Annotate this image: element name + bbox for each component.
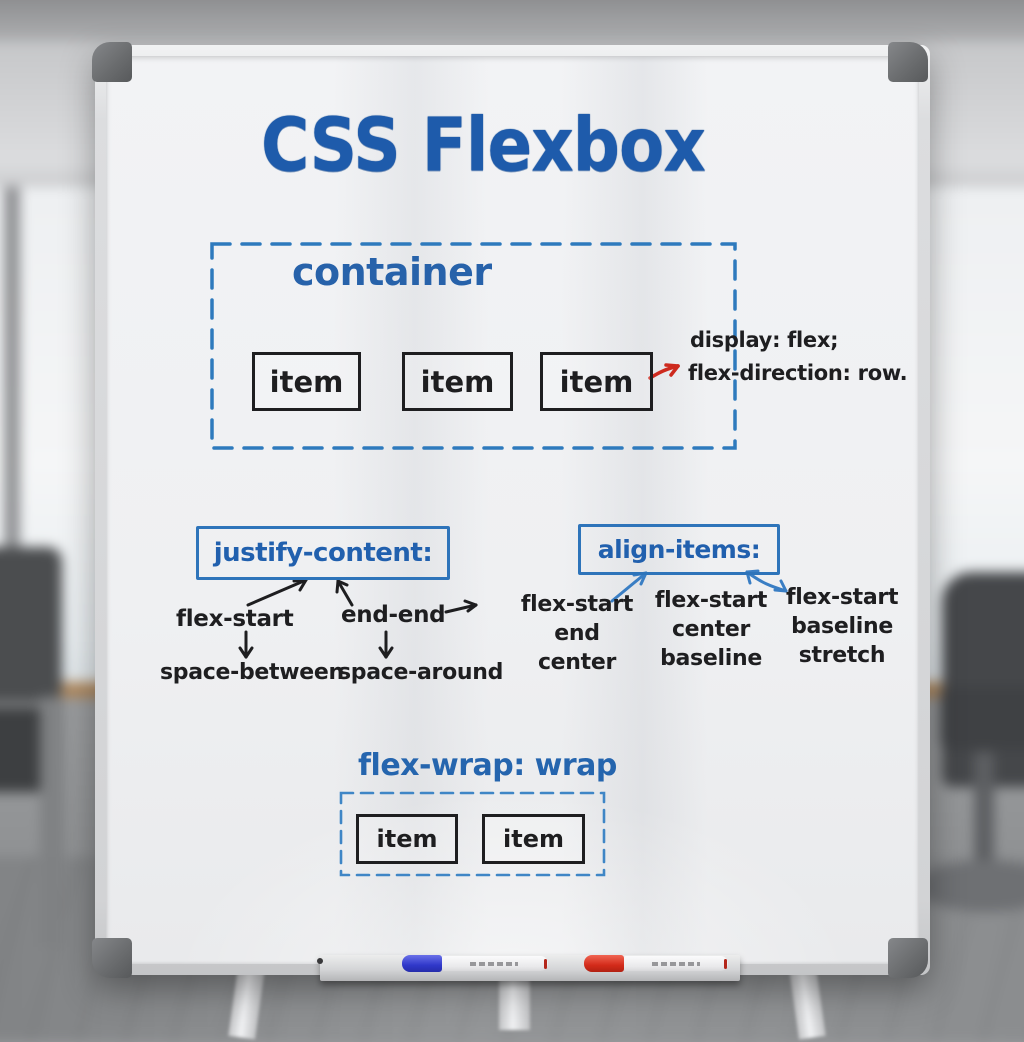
right-office-chair-back	[942, 572, 1024, 787]
align-values-column-3: flex-start baseline stretch	[786, 583, 898, 670]
annotation-display-flex: display: flex;	[690, 328, 839, 352]
container-label: container	[292, 250, 492, 294]
blue-marker-tip	[544, 959, 547, 969]
align-value: center	[537, 650, 617, 675]
align-value: flex-start	[786, 585, 899, 610]
blue-marker-cap	[402, 955, 442, 972]
left-monitor-silhouette	[0, 547, 62, 702]
blue-marker-label	[470, 962, 518, 966]
whiteboard-surface	[106, 56, 919, 964]
blue-marker[interactable]	[402, 955, 548, 972]
flex-wrap-heading: flex-wrap: wrap	[358, 748, 617, 783]
frame-corner-cap-top-right	[888, 42, 928, 82]
whiteboard-frame	[95, 45, 930, 975]
align-value: flex-start	[520, 592, 634, 617]
black-arrows	[238, 578, 478, 659]
align-value: center	[671, 617, 751, 642]
flex-item-box-2: item	[402, 352, 513, 411]
right-office-chair-seat	[940, 687, 1024, 749]
page-title: CSS Flexbox	[261, 102, 706, 189]
red-marker-cap	[584, 955, 624, 972]
justify-content-heading-box: justify-content:	[196, 526, 450, 580]
frame-corner-cap-top-left	[92, 42, 132, 82]
justify-value-space-around: space-around	[338, 660, 504, 685]
arrow-flexstart-to-justify	[246, 578, 308, 607]
flex-wrap-dashed-border	[339, 791, 606, 877]
align-values-column-2: flex-start center baseline	[652, 586, 770, 673]
annotation-flex-direction: flex-direction: row.	[688, 361, 908, 385]
right-chair-base	[916, 860, 1024, 912]
justify-value-flex-start: flex-start	[176, 606, 294, 632]
align-value: end	[554, 621, 600, 646]
arrow-to-align-items-left	[610, 571, 648, 603]
red-marker-body	[624, 956, 728, 971]
align-values-column-1: flex-start end center	[518, 590, 636, 677]
align-items-heading: align-items:	[597, 535, 761, 564]
justify-value-space-between: space-between	[160, 660, 344, 685]
align-value: stretch	[798, 643, 886, 668]
red-marker[interactable]	[584, 955, 728, 972]
justify-content-heading: justify-content:	[213, 538, 433, 568]
arrow-endend-to-justify	[336, 579, 354, 607]
arrow-right-after-endend	[444, 603, 478, 614]
align-value: flex-start	[654, 588, 768, 613]
align-items-heading-box: align-items:	[578, 524, 780, 575]
container-dashed-border	[210, 242, 737, 450]
frame-screw	[317, 958, 323, 964]
wrap-item-box-2: item	[482, 814, 585, 864]
red-marker-tip	[724, 959, 727, 969]
flex-item-box-1: item	[252, 352, 361, 411]
wrap-item-box-1: item	[356, 814, 458, 864]
justify-value-end-end: end-end	[341, 602, 446, 628]
left-desk-leg	[40, 697, 64, 947]
frame-corner-cap-bottom-left	[92, 938, 132, 978]
right-chair-post	[974, 752, 994, 867]
align-value: baseline	[791, 614, 893, 639]
frame-corner-cap-bottom-right	[888, 938, 928, 978]
red-marker-label	[652, 962, 700, 966]
blue-marker-body	[442, 956, 548, 971]
align-value: baseline	[660, 646, 762, 671]
flex-item-box-3: item	[540, 352, 653, 411]
